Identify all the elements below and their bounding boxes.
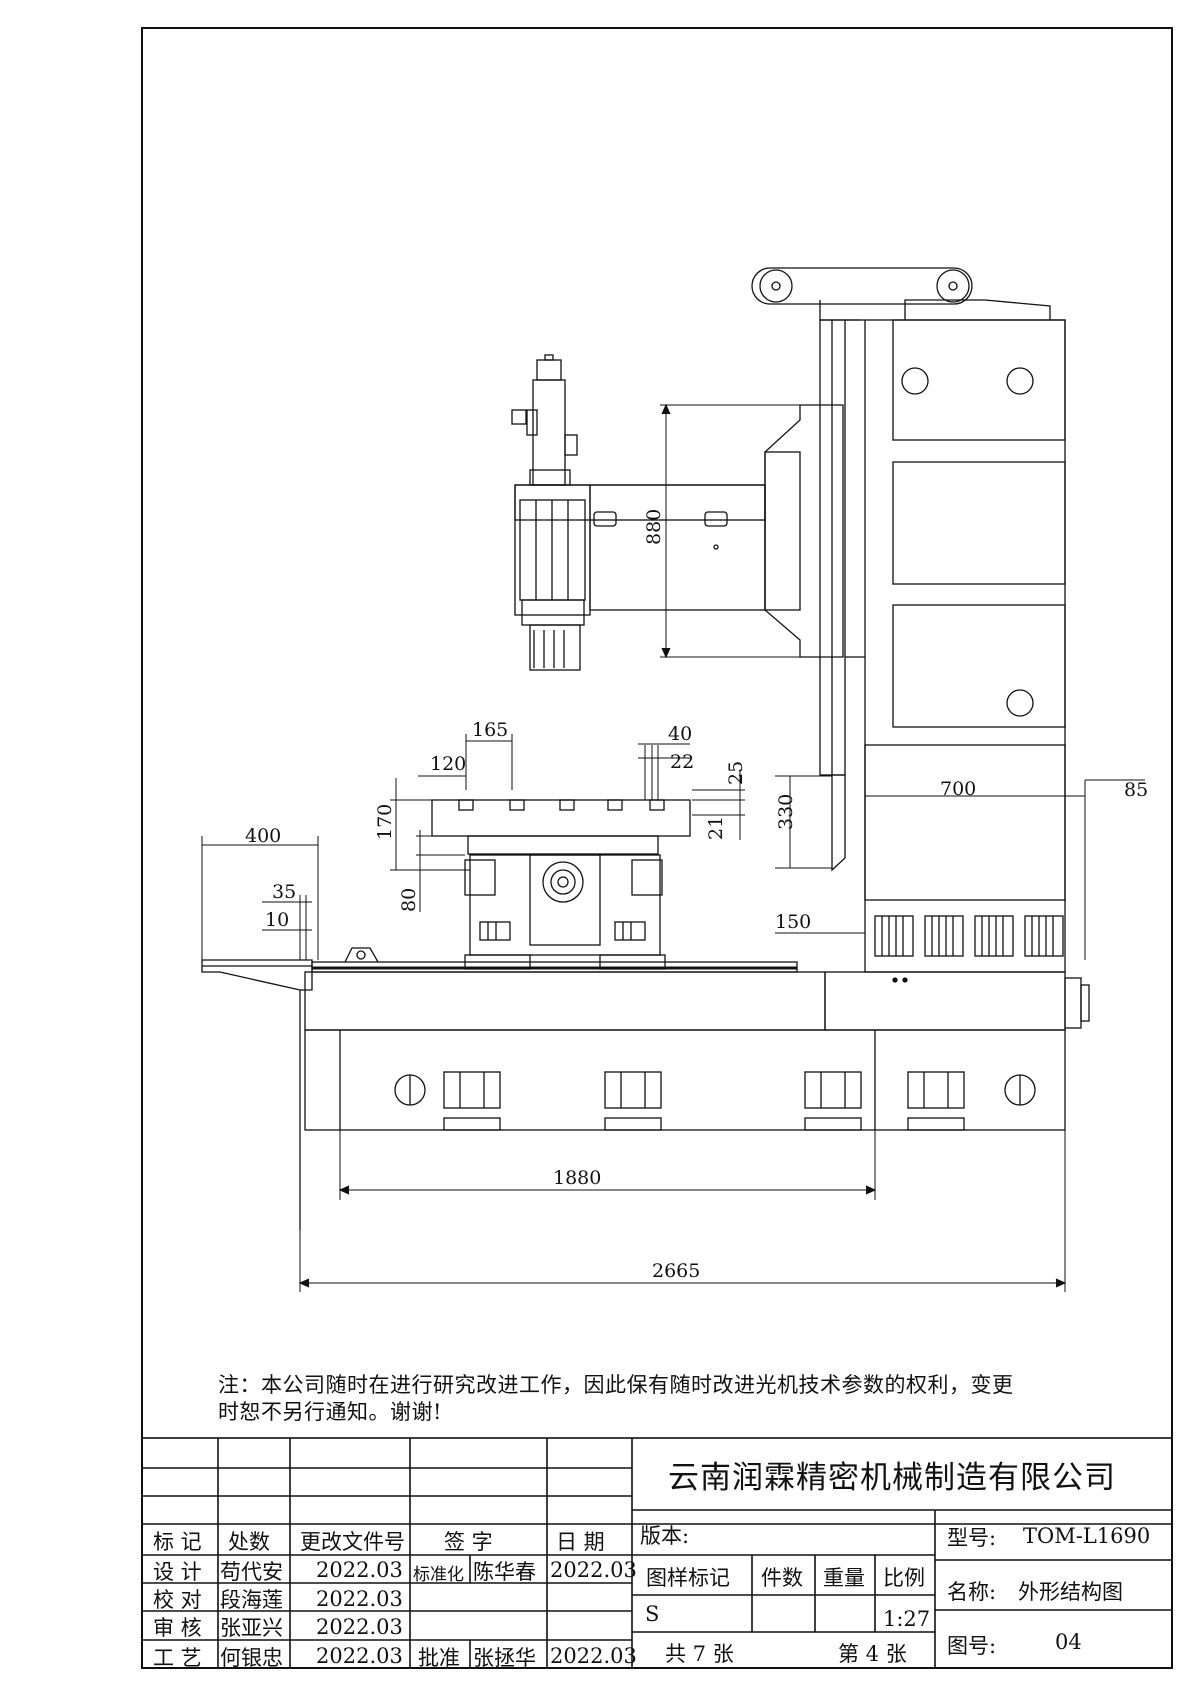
row-process-date: 2022.03 <box>316 1644 403 1668</box>
dim-880: 880 <box>643 509 665 545</box>
dim-2665: 2665 <box>652 1260 700 1282</box>
row-process-name: 何银忠 <box>220 1646 283 1670</box>
row-review-name: 张亚兴 <box>220 1616 283 1640</box>
dim-80: 80 <box>398 888 420 912</box>
dim-35: 35 <box>272 881 296 903</box>
dim-330: 330 <box>775 794 797 830</box>
machine-base <box>201 947 1090 1230</box>
dimension-lines <box>201 403 1145 1292</box>
dim-21: 21 <box>705 816 727 840</box>
row-review-role: 审 核 <box>153 1616 202 1640</box>
sheet-current: 第 4 张 <box>838 1642 907 1666</box>
machine-column <box>751 267 1066 973</box>
header-count: 处数 <box>228 1530 270 1554</box>
col-sample-mark: 图样标记 <box>646 1566 730 1590</box>
approval-label: 批准 <box>418 1646 460 1670</box>
dim-40: 40 <box>668 723 692 745</box>
version-label: 版本: <box>640 1524 690 1548</box>
note-line-1: 注：本公司随时在进行研究改进工作，因此保有随时改进光机技术参数的权利，变更 <box>218 1373 1014 1397</box>
note-line-2: 时恕不另行通知。谢谢! <box>218 1400 442 1424</box>
header-change-doc: 更改文件号 <box>300 1530 405 1554</box>
dim-1880: 1880 <box>553 1167 601 1189</box>
standardization-name: 陈华春 <box>473 1560 536 1584</box>
col-scale: 比例 <box>883 1566 925 1590</box>
row-check-name: 段海莲 <box>220 1588 283 1612</box>
title-block-grid <box>141 1437 1173 1669</box>
scale-value: 1:27 <box>883 1607 931 1631</box>
dim-700: 700 <box>940 778 976 800</box>
revision-note: 注：本公司随时在进行研究改进工作，因此保有随时改进光机技术参数的权利，变更 时恕… <box>218 1372 1098 1426</box>
dim-150: 150 <box>775 911 811 933</box>
col-qty: 件数 <box>761 1566 803 1590</box>
header-date: 日 期 <box>556 1530 605 1554</box>
drawing-no-label: 图号: <box>947 1634 997 1658</box>
drawing-no-value: 04 <box>1055 1630 1082 1654</box>
standardization-date: 2022.03 <box>550 1558 637 1582</box>
dim-120: 120 <box>430 753 466 775</box>
col-weight: 重量 <box>823 1566 865 1590</box>
name-label: 名称: <box>947 1580 997 1604</box>
header-signature: 签 字 <box>444 1530 493 1554</box>
company-name: 云南润霖精密机械制造有限公司 <box>668 1460 1116 1496</box>
dim-22: 22 <box>670 751 694 773</box>
dimension-labels: 880 165 120 40 22 25 170 21 330 700 85 4… <box>245 509 1148 1282</box>
dim-400: 400 <box>245 825 281 847</box>
row-process-role: 工 艺 <box>153 1646 202 1670</box>
sheets-total: 共 7 张 <box>665 1642 734 1666</box>
dim-170: 170 <box>374 804 396 840</box>
row-design-role: 设 计 <box>153 1560 202 1584</box>
approval-date: 2022.03 <box>550 1644 637 1668</box>
dim-10: 10 <box>265 909 289 931</box>
sample-mark-value: S <box>645 1602 660 1626</box>
row-check-role: 校 对 <box>153 1588 202 1612</box>
row-check-date: 2022.03 <box>316 1587 403 1611</box>
row-design-date: 2022.03 <box>316 1558 403 1582</box>
standardization-label: 标准化 <box>413 1565 464 1585</box>
dim-85: 85 <box>1124 779 1148 801</box>
dim-25: 25 <box>725 761 747 785</box>
model-label: 型号: <box>947 1526 997 1550</box>
header-mark: 标 记 <box>153 1530 202 1554</box>
row-design-name: 苟代安 <box>220 1560 283 1584</box>
model-value: TOM-L1690 <box>1023 1524 1151 1548</box>
dim-165: 165 <box>472 719 508 741</box>
row-review-date: 2022.03 <box>316 1615 403 1639</box>
approval-name: 张拯华 <box>473 1646 536 1670</box>
spindle-head <box>511 354 844 671</box>
name-value: 外形结构图 <box>1018 1580 1123 1604</box>
work-table <box>431 799 691 970</box>
